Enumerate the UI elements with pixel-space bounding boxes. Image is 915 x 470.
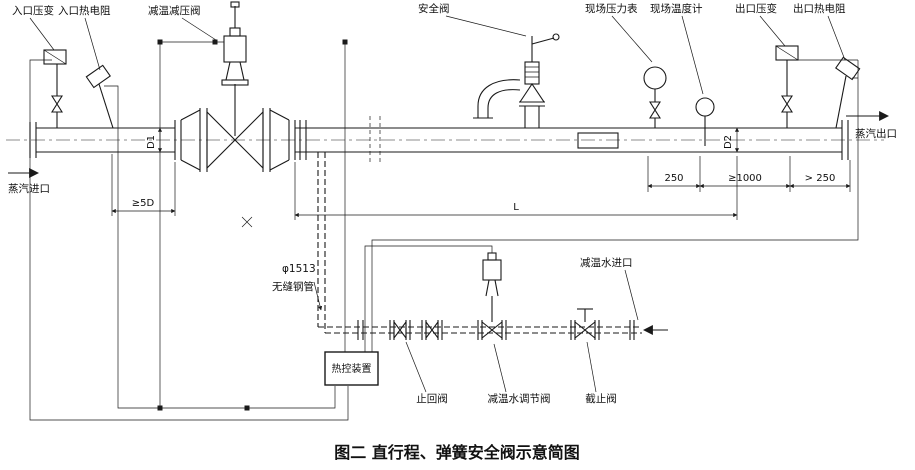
control-unit: 热控装置 bbox=[324, 351, 379, 386]
inlet-pressure-transmitter-label: 入口压变 bbox=[12, 4, 54, 17]
dim-D1-label: D1 bbox=[146, 135, 157, 149]
control-unit-label: 热控装置 bbox=[332, 362, 372, 375]
pipe-break-lines bbox=[369, 116, 381, 164]
dimension-D2: D2 bbox=[723, 127, 740, 153]
safety-valve-exhaust-inner bbox=[487, 89, 521, 118]
inlet-pressure-transmitter bbox=[43, 49, 67, 128]
junction-square bbox=[212, 39, 218, 45]
safety-valve-exhaust-outer bbox=[477, 79, 521, 118]
outlet-pressure-transmitter bbox=[775, 45, 799, 128]
pipe-spec-arrow bbox=[313, 281, 323, 311]
safety-valve-label: 安全阀 bbox=[418, 2, 450, 15]
steam-outlet-label: 蒸汽出口 bbox=[855, 127, 897, 140]
safety-valve-spring-bonnet bbox=[524, 61, 540, 85]
safety-valve-lever bbox=[531, 37, 555, 45]
field-thermometer bbox=[695, 97, 715, 146]
junction-square bbox=[244, 405, 250, 411]
x-mark bbox=[241, 216, 253, 228]
stop-valve bbox=[570, 308, 600, 340]
dim-250-label: 250 bbox=[664, 173, 683, 184]
field-thermometer-label: 现场温度计 bbox=[650, 2, 703, 15]
safety-valve bbox=[473, 33, 560, 128]
leader-lines bbox=[29, 15, 846, 393]
check-valve-label: 止回阀 bbox=[416, 392, 448, 405]
root-valve-icon bbox=[781, 95, 793, 113]
dim-gt250-label: > 250 bbox=[805, 173, 836, 184]
root-valve-icon bbox=[51, 95, 63, 113]
dim-L-label: L bbox=[513, 202, 519, 213]
steam-outlet-marker: 蒸汽出口 bbox=[846, 111, 897, 140]
junction-square bbox=[342, 39, 348, 45]
pipe-spec-label: 无缝钢管 bbox=[272, 280, 314, 293]
water-control-valve-label: 减温水调节阀 bbox=[488, 392, 551, 405]
outlet-pressure-transmitter-label: 出口压变 bbox=[735, 2, 777, 15]
dim-5d-label: ≥5D bbox=[132, 198, 155, 209]
inlet-rtd bbox=[85, 64, 114, 129]
steam-inlet-label: 蒸汽进口 bbox=[8, 182, 50, 195]
water-valve-actuator bbox=[482, 259, 502, 281]
gauge-valve-icon bbox=[649, 101, 661, 119]
dimension-L: L bbox=[294, 156, 738, 220]
steam-inlet-marker: 蒸汽进口 bbox=[8, 168, 50, 195]
reducing-valve-label: 减温减压阀 bbox=[148, 4, 201, 17]
water-inlet-label: 减温水进口 bbox=[580, 257, 633, 269]
component-labels: 入口压变 入口热电阻 减温减压阀 安全阀 现场压力表 现场温度计 出口压变 出口… bbox=[12, 2, 846, 405]
check-valve-1 bbox=[389, 320, 411, 340]
inlet-rtd-label: 入口热电阻 bbox=[58, 4, 111, 17]
valve-actuator bbox=[223, 35, 247, 63]
dimension-5d: ≥5D bbox=[111, 154, 176, 216]
dimension-right-group: 250 ≥1000 > 250 bbox=[647, 156, 851, 192]
water-control-valve bbox=[477, 252, 507, 340]
junction-square bbox=[157, 39, 163, 45]
main-steam-pipe bbox=[6, 116, 884, 164]
check-valve-2 bbox=[421, 320, 443, 340]
dim-1000-label: ≥1000 bbox=[728, 173, 762, 184]
pipe-spec-dia-label: φ1513 bbox=[282, 263, 316, 275]
signal-wiring bbox=[29, 39, 859, 421]
junction-square bbox=[157, 405, 163, 411]
valve-yoke-plate bbox=[221, 79, 249, 86]
stop-valve-label: 截止阀 bbox=[585, 392, 617, 405]
outlet-rtd-label: 出口热电阻 bbox=[793, 2, 846, 15]
field-pressure-gauge-label: 现场压力表 bbox=[585, 2, 638, 15]
field-pressure-gauge bbox=[643, 66, 667, 128]
dim-D2-label: D2 bbox=[723, 135, 734, 149]
pipe-nameplate bbox=[577, 132, 619, 149]
reducing-valve bbox=[174, 1, 296, 172]
figure-title: 图二 直行程、弹簧安全阀示意简图 bbox=[334, 443, 580, 462]
outlet-rtd bbox=[835, 56, 861, 129]
